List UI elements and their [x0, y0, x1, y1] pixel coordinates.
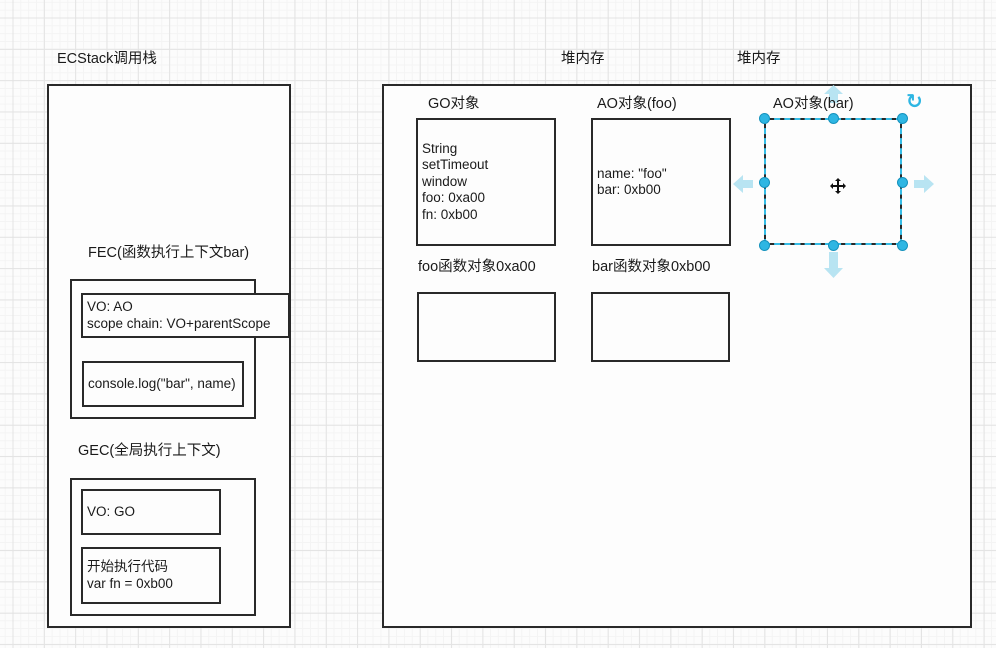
- heap-title-right[interactable]: 堆内存: [737, 51, 781, 67]
- direction-arrow-up-icon[interactable]: [824, 85, 843, 103]
- ao-foo-label[interactable]: AO对象(foo): [597, 96, 677, 112]
- direction-arrow-down-icon[interactable]: [824, 252, 843, 278]
- foo-fn-label[interactable]: foo函数对象0xa00: [418, 259, 536, 275]
- resize-handle-nw[interactable]: [758, 112, 770, 124]
- ao-foo-box[interactable]: name: "foo" bar: 0xb00: [591, 118, 731, 246]
- move-icon[interactable]: [830, 178, 846, 194]
- resize-handle-s[interactable]: [827, 239, 839, 251]
- fec-label[interactable]: FEC(函数执行上下文bar): [88, 245, 250, 261]
- go-object-line: fn: 0xb00: [422, 206, 478, 222]
- fec-code-box[interactable]: console.log("bar", name): [82, 361, 244, 407]
- heap-title-left[interactable]: 堆内存: [561, 51, 605, 67]
- gec-code-text: 开始执行代码 var fn = 0xb00: [83, 549, 219, 602]
- resize-handle-sw[interactable]: [758, 239, 770, 251]
- ecstack-title[interactable]: ECStack调用栈: [57, 51, 157, 67]
- ao-foo-line: name: "foo": [597, 165, 667, 181]
- resize-handle-ne[interactable]: [896, 112, 908, 124]
- direction-arrow-right-icon[interactable]: [914, 175, 934, 193]
- gec-code-line-2: var fn = 0xb00: [87, 575, 173, 591]
- ao-bar-label[interactable]: AO对象(bar): [773, 96, 854, 112]
- resize-handle-e[interactable]: [896, 176, 908, 188]
- go-object-line: foo: 0xa00: [422, 190, 486, 206]
- fec-code-line: console.log("bar", name): [88, 375, 236, 391]
- gec-vo-box[interactable]: VO: GO: [81, 489, 221, 535]
- fec-code-text: console.log("bar", name): [84, 363, 242, 405]
- resize-handle-n[interactable]: [827, 112, 839, 124]
- fec-scope-chain-line: scope chain: VO+parentScope: [87, 315, 271, 331]
- go-object-line: window: [422, 173, 468, 189]
- rotate-icon[interactable]: ↻: [906, 91, 923, 113]
- foo-fn-box[interactable]: [417, 292, 556, 362]
- fec-vo-text: VO: AO scope chain: VO+parentScope: [83, 295, 288, 336]
- fec-vo-line: VO: AO: [87, 299, 133, 314]
- gec-vo-line: VO: GO: [87, 503, 136, 519]
- go-object-line: String: [422, 140, 458, 156]
- resize-handle-w[interactable]: [758, 176, 770, 188]
- gec-code-box[interactable]: 开始执行代码 var fn = 0xb00: [81, 547, 221, 604]
- ao-foo-line: bar: 0xb00: [597, 182, 661, 197]
- bar-fn-box[interactable]: [591, 292, 730, 362]
- go-object-label[interactable]: GO对象: [428, 96, 480, 112]
- fec-vo-box[interactable]: VO: AO scope chain: VO+parentScope: [81, 293, 290, 338]
- go-object-line: setTimeout: [422, 157, 489, 173]
- direction-arrow-left-icon[interactable]: [733, 175, 753, 193]
- go-object-text: String setTimeout window foo: 0xa00 fn: …: [418, 120, 554, 244]
- ao-foo-text: name: "foo" bar: 0xb00: [593, 120, 729, 244]
- resize-handle-se[interactable]: [896, 239, 908, 251]
- gec-vo-text: VO: GO: [83, 491, 219, 533]
- gec-label[interactable]: GEC(全局执行上下文): [78, 443, 221, 459]
- bar-fn-label[interactable]: bar函数对象0xb00: [592, 259, 711, 275]
- gec-code-line-1: 开始执行代码: [87, 559, 168, 574]
- go-object-box[interactable]: String setTimeout window foo: 0xa00 fn: …: [416, 118, 556, 246]
